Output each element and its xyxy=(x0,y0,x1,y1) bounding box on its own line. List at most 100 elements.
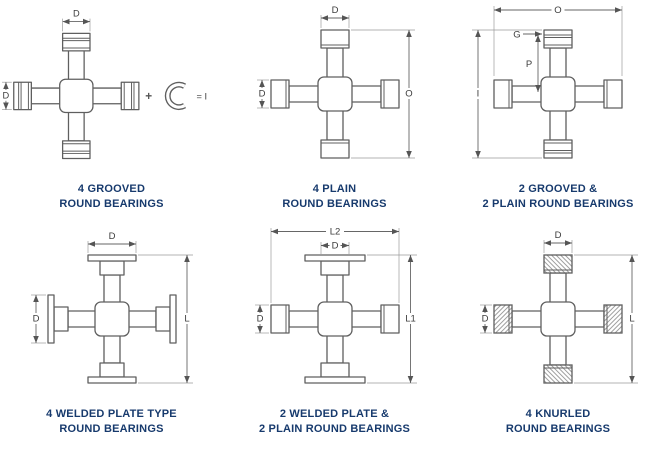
arm-right xyxy=(126,294,177,344)
cell-4-welded-plate: D D L 4 WELDED PLATE TYPE ROUND BEARING xyxy=(0,225,223,450)
cross-center-body xyxy=(59,78,94,114)
drawing-4-plain: D D O xyxy=(256,5,415,159)
caption-2-welded-2-plain: 2 WELDED PLATE & 2 PLAIN ROUND BEARINGS xyxy=(259,407,410,437)
caption-line1: 2 WELDED PLATE & xyxy=(279,408,390,421)
dimension-top-D: D xyxy=(87,231,136,254)
cell-4-grooved: D D + = I 4 GROOVED ROUND BEARINGS xyxy=(0,0,223,225)
cross-center-body xyxy=(316,301,353,337)
arm-right xyxy=(573,304,623,334)
cell-4-plain: D D O 4 PLAIN ROUND BEARINGS xyxy=(223,0,446,225)
dim-label-O-right: O xyxy=(405,89,412,100)
arm-right xyxy=(91,81,140,111)
arm-left xyxy=(269,304,320,334)
snap-ring-icon xyxy=(164,82,187,111)
drawing-4-welded-plate: D D L xyxy=(30,231,193,384)
arm-bottom xyxy=(86,334,137,384)
dim-label-D-left: D xyxy=(258,89,265,100)
ujoint-cross xyxy=(493,29,623,159)
dim-label-P: P xyxy=(526,59,532,70)
dimension-left-D: D xyxy=(254,304,269,334)
dim-label-L-right: L xyxy=(184,314,189,325)
dim-label-D-top: D xyxy=(555,230,562,241)
dimension-top-D: D xyxy=(320,240,349,255)
figure-4-plain: D D O 4 PLAIN ROUND BEARINGS xyxy=(235,0,435,212)
caption-line2: ROUND BEARINGS xyxy=(59,198,164,211)
figure-2-welded-2-plain: L2 D D L1 xyxy=(235,225,435,437)
caption-line1: 2 GROOVED & xyxy=(518,183,598,196)
drawing-2-grooved-2-plain: O G I P xyxy=(472,4,623,159)
arm-top xyxy=(543,254,573,304)
dim-label-D-top: D xyxy=(108,231,115,242)
arm-right xyxy=(349,79,400,109)
cross-center-body xyxy=(93,301,130,337)
dim-label-D-top: D xyxy=(73,9,80,19)
arm-right xyxy=(573,79,623,109)
cell-4-knurled: D D L 4 KNURLED ROUND BEARINGS xyxy=(446,225,670,450)
dim-label-D-left: D xyxy=(32,314,39,325)
arm-top xyxy=(86,254,137,304)
figure-2-grooved-2-plain: O G I P 2 GROOVED & 2 xyxy=(458,0,658,212)
dimension-top-D: D xyxy=(62,9,91,32)
dim-label-D-top: D xyxy=(331,241,338,252)
ujoint-cross xyxy=(46,254,177,384)
dimension-top-D: D xyxy=(543,230,573,254)
caption-line1: 4 KNURLED xyxy=(525,408,591,421)
dimension-left-I: I xyxy=(472,29,542,159)
drawing-2-welded-2-plain: L2 D D L1 xyxy=(254,226,419,384)
dim-label-L1-right: L1 xyxy=(405,314,416,325)
dim-label-L-right: L xyxy=(629,314,634,325)
cell-2-welded-2-plain: L2 D D L1 xyxy=(223,225,446,450)
arm-bottom xyxy=(303,334,366,384)
dim-label-equals-I: = I xyxy=(197,92,208,102)
arm-left xyxy=(46,294,97,344)
arm-left xyxy=(493,304,543,334)
ujoint-cross xyxy=(269,29,400,159)
arm-top xyxy=(319,29,350,79)
figure-4-knurled: D D L 4 KNURLED ROUND BEARINGS xyxy=(458,225,658,437)
dimension-inner-P: P xyxy=(526,35,541,93)
cross-center-body xyxy=(316,76,353,112)
caption-line2: 2 PLAIN ROUND BEARINGS xyxy=(258,423,411,436)
dimension-left-D: D xyxy=(0,82,12,111)
arm-bottom xyxy=(543,334,573,384)
caption-2-grooved-2-plain: 2 GROOVED & 2 PLAIN ROUND BEARINGS xyxy=(482,182,633,212)
caption-line2: ROUND BEARINGS xyxy=(505,423,611,436)
dimension-right-L: L xyxy=(574,254,638,384)
cross-center-body xyxy=(540,76,576,112)
dim-label-L2-top: L2 xyxy=(329,227,340,238)
ujoint-cross xyxy=(493,254,623,384)
dimension-top-O: O xyxy=(493,4,623,77)
caption-line2: 2 PLAIN ROUND BEARINGS xyxy=(482,198,634,211)
dimension-left-D: D xyxy=(256,79,269,109)
ujoint-cross xyxy=(13,33,140,160)
cell-2-grooved-2-plain: O G I P 2 GROOVED & 2 xyxy=(446,0,670,225)
dim-label-D-top: D xyxy=(331,5,338,16)
dimension-groove-G: G xyxy=(513,30,542,41)
caption-line1: 4 PLAIN xyxy=(312,183,357,196)
arm-right xyxy=(349,304,400,334)
caption-line2: ROUND BEARINGS xyxy=(282,198,387,211)
dim-label-D-left: D xyxy=(256,314,263,325)
dim-label-D-left: D xyxy=(482,314,489,325)
arm-left xyxy=(269,79,320,109)
caption-4-grooved: 4 GROOVED ROUND BEARINGS xyxy=(59,182,163,212)
dim-label-I-left: I xyxy=(477,89,480,100)
caption-4-plain: 4 PLAIN ROUND BEARINGS xyxy=(282,182,386,212)
caption-4-knurled: 4 KNURLED ROUND BEARINGS xyxy=(506,407,610,437)
dim-label-D-left: D xyxy=(3,91,10,101)
plus-sign: + xyxy=(145,90,152,103)
dimension-top-L2: L2 xyxy=(270,226,399,304)
dim-label-O-top: O xyxy=(554,5,561,16)
dimension-right-L: L xyxy=(137,254,193,384)
arm-left xyxy=(493,79,543,109)
figure-4-welded-plate: D D L 4 WELDED PLATE TYPE ROUND BEARING xyxy=(12,225,212,437)
caption-line1: 4 WELDED PLATE TYPE xyxy=(46,408,177,421)
arm-bottom xyxy=(61,111,91,160)
arm-top xyxy=(61,33,91,82)
arm-left xyxy=(13,81,62,111)
dimension-left-D: D xyxy=(30,294,46,344)
dimension-top-D: D xyxy=(320,5,349,29)
caption-line1: 4 GROOVED xyxy=(77,183,146,196)
dim-label-G: G xyxy=(513,30,520,41)
cross-center-body xyxy=(540,301,576,337)
